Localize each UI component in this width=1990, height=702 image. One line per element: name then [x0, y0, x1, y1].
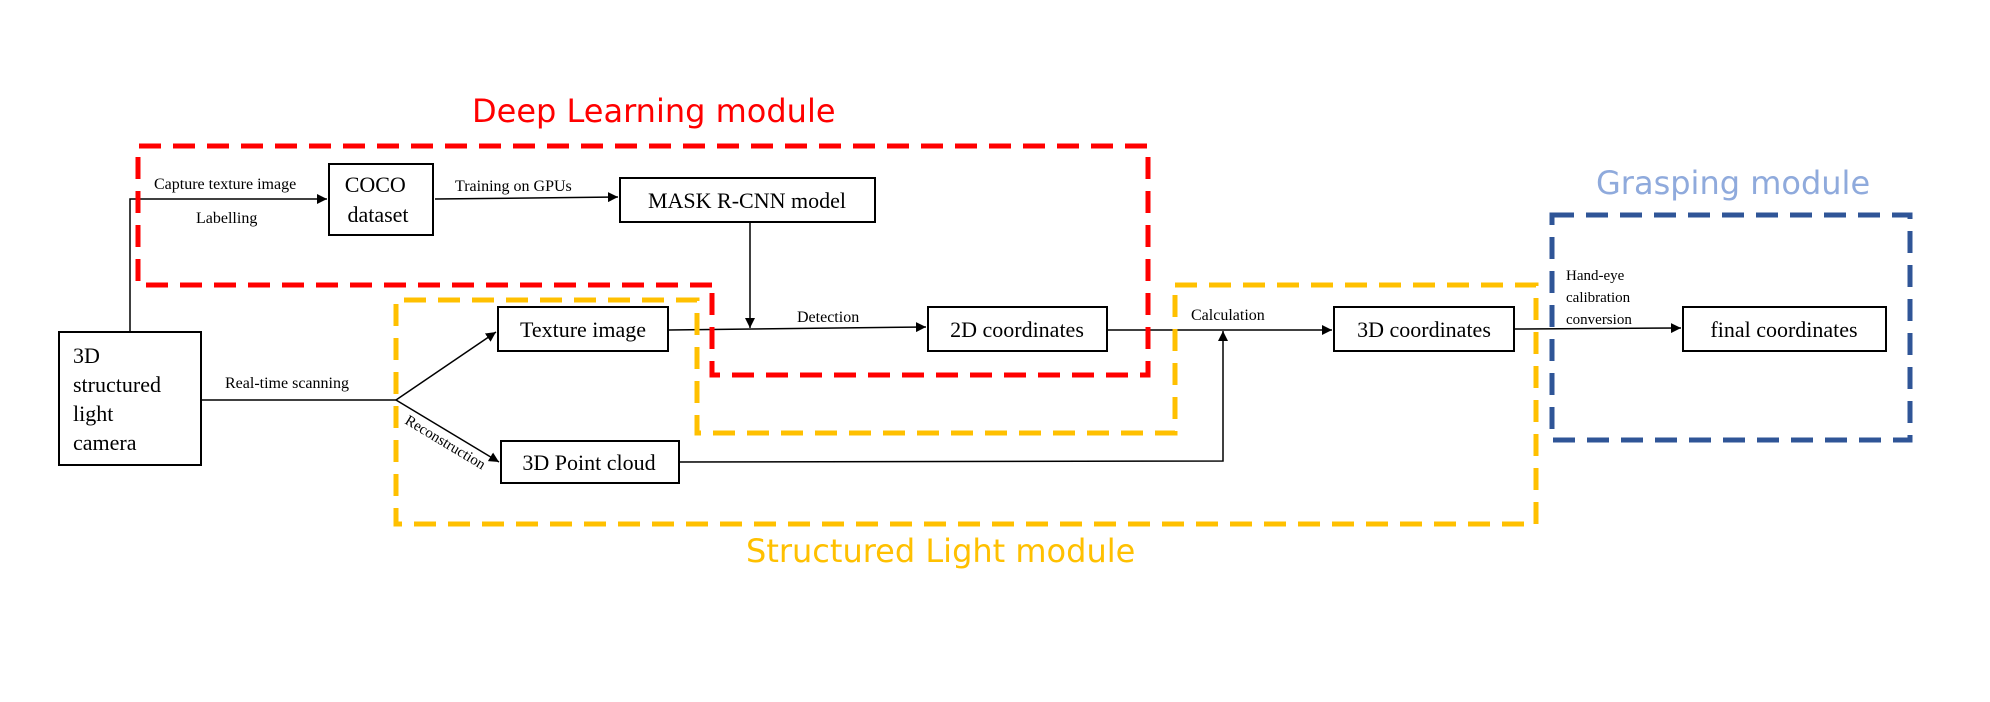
3d-coordinates-box: [1333, 306, 1515, 352]
training-arrow: [434, 192, 619, 203]
deep-learning-module-frame: [135, 143, 1151, 378]
point-cloud-to-calculation-arrow: [679, 331, 1228, 463]
to-texture-image-arrow: [395, 331, 497, 401]
calculation-label: Calculation: [1191, 307, 1265, 324]
module-frames: [135, 143, 1913, 527]
nodes: 3D structured light camera COCO dataset …: [58, 163, 1887, 484]
final-coordinates-box: [1682, 306, 1887, 352]
training-on-gpus-label: Training on GPUs: [455, 178, 572, 195]
camera-label: 3D structured light camera: [73, 343, 166, 455]
3d-coordinates-label: 3D coordinates: [1357, 317, 1491, 342]
to-point-cloud-arrow: [395, 399, 500, 463]
texture-image-label: Texture image: [520, 317, 646, 342]
camera-box: [58, 331, 202, 466]
realtime-scanning-label: Real-time scanning: [225, 375, 349, 392]
capture-texture-image-label: Capture texture image: [154, 176, 296, 193]
detection-label: Detection: [797, 309, 859, 326]
2d-coordinates-box: [927, 306, 1108, 352]
mask-rcnn-model-box: [619, 177, 876, 223]
detection-arrow: [668, 322, 927, 333]
coco-dataset-box: [328, 163, 434, 236]
capture-texture-arrow: [129, 194, 327, 332]
reconstruction-label: Reconstruction: [402, 413, 489, 474]
grasping-module-frame: [1549, 212, 1913, 443]
point-cloud-label: 3D Point cloud: [522, 450, 655, 475]
handeye-calibration-label: Hand-eye calibration conversion: [1566, 268, 1634, 328]
final-coordinates-label: final coordinates: [1710, 317, 1857, 342]
labelling-label: Labelling: [196, 210, 257, 227]
texture-image-box: [497, 306, 669, 352]
2d-coordinates-label: 2D coordinates: [950, 317, 1084, 342]
module-titles: Deep Learning module Structured Light mo…: [472, 92, 1870, 570]
coco-dataset-label: COCO dataset: [345, 172, 412, 227]
handeye-arrow: [1514, 323, 1682, 334]
point-cloud-box: [500, 440, 680, 484]
deep-learning-module-title: Deep Learning module: [472, 92, 836, 130]
grasping-module-title: Grasping module: [1596, 164, 1870, 202]
structured-light-module-title: Structured Light module: [746, 532, 1135, 570]
mask-rcnn-model-label: MASK R-CNN model: [648, 188, 846, 213]
